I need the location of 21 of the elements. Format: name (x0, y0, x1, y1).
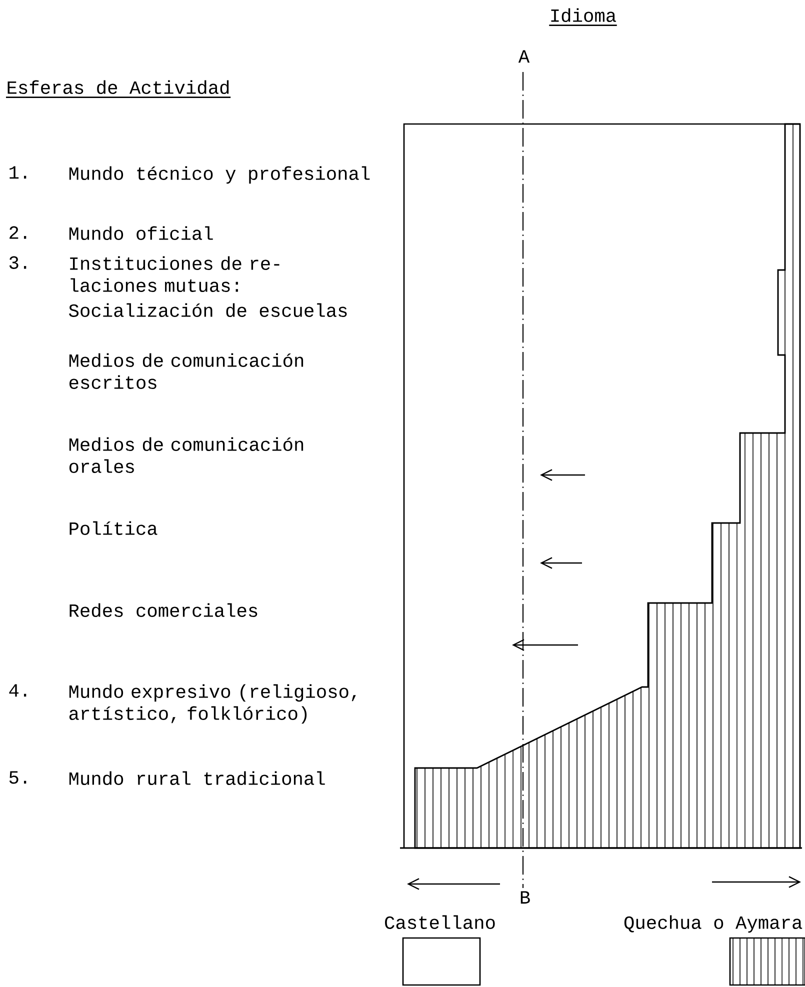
item-number: 1. (10, 166, 26, 179)
item-number: 4. (9, 684, 26, 697)
item-label: Mundo oficial (69, 226, 213, 240)
item-label: Socialización de escuelas (68, 303, 347, 318)
item-number: 5. (9, 771, 26, 784)
item-number: 2. (10, 226, 26, 239)
item-number: 3. (9, 256, 26, 269)
item-label: Medios de comunicación escritos (69, 353, 304, 389)
legend-label: Castellano (385, 915, 495, 929)
item-label: Instituciones de re- laciones mutuas: (70, 256, 280, 292)
item-label: Medios de comunicación orales (69, 437, 304, 473)
axis-letter: B (520, 891, 530, 904)
item-label: Mundo técnico y profesional (69, 166, 370, 184)
item-label: Redes comerciales (70, 603, 258, 618)
chart-heading: Idioma (549, 8, 617, 26)
axis-letter: A (518, 50, 530, 63)
legend-label: Quechua o Aymara (624, 915, 802, 933)
item-label: Mundo expresivo (religioso, artístico, folklórico) (69, 684, 356, 724)
item-label: Política (70, 521, 158, 535)
item-label: Mundo rural tradicional (69, 771, 325, 786)
section-heading: Esferas de Actividad (6, 80, 231, 98)
